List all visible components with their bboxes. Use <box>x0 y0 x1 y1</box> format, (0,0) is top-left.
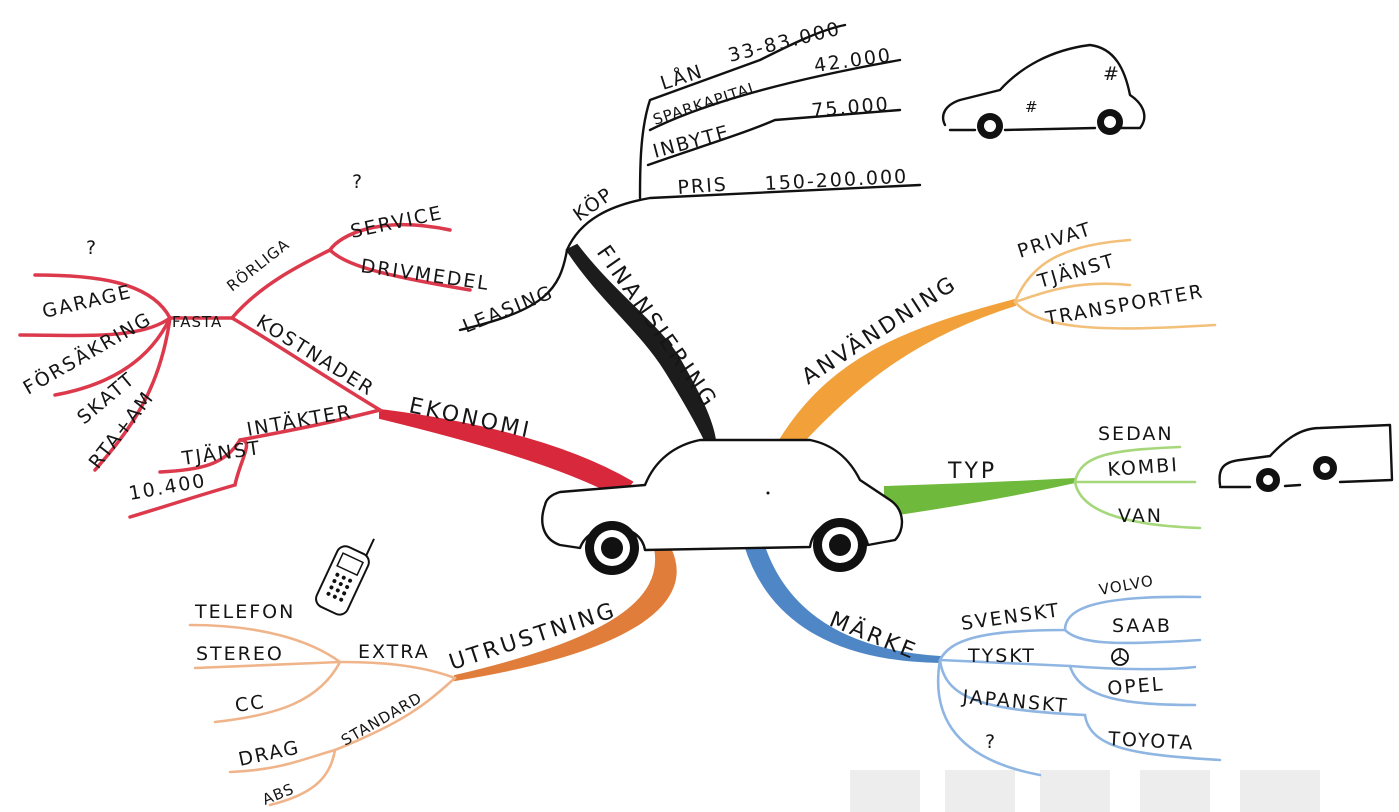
label-drag: DRAG <box>236 736 302 771</box>
ekonomi-subbranches <box>18 222 472 519</box>
label-inbyte: INBYTE <box>651 121 733 163</box>
finansiering-subbranches <box>458 23 922 332</box>
label-saab: SAAB <box>1112 615 1172 637</box>
utrustning-subbranches <box>188 623 457 807</box>
label-rorliga: RÖRLIGA <box>223 234 293 295</box>
label-fasta: FASTA <box>172 313 222 331</box>
label-tjanst-eko: TJÄNST <box>180 436 263 470</box>
value-pris: 150-200.000 <box>764 166 909 195</box>
label-opel: OPEL <box>1107 673 1166 700</box>
label-typ: TYP <box>947 459 997 484</box>
mercedes-star-icon <box>1111 648 1129 666</box>
label-marke: MÄRKE <box>826 606 922 665</box>
label-pris: PRIS <box>677 174 729 199</box>
label-sedan: SEDAN <box>1098 423 1174 445</box>
branch-finansiering <box>565 243 717 441</box>
label-cc: CC <box>234 691 267 717</box>
value-sparkapital: 42.000 <box>813 44 894 77</box>
label-hash: # <box>1103 63 1121 85</box>
label-standard: STANDARD <box>338 689 425 750</box>
svg-text:#: # <box>1025 98 1039 116</box>
label-intakter: INTÄKTER <box>245 400 354 441</box>
car-sedan-sketch-icon: # <box>941 43 1146 139</box>
branch-typ <box>884 477 1076 518</box>
label-stereo: STEREO <box>196 643 284 665</box>
label-intakt-belopp: 10.400 <box>127 470 208 505</box>
label-volvo: VOLVO <box>1098 572 1156 599</box>
label-tyskt: TYSKT <box>967 645 1036 667</box>
label-service: SERVICE <box>348 202 445 243</box>
mobile-phone-icon <box>315 538 375 616</box>
car-central-icon <box>541 438 904 575</box>
label-toyota: TOYOTA <box>1107 728 1195 755</box>
marke-subbranches <box>936 595 1222 777</box>
label-telefon: TELEFON <box>194 601 295 623</box>
label-drivmedel: DRIVMEDEL <box>359 255 491 295</box>
label-marke-question: ? <box>985 731 997 753</box>
label-kostnader: KOSTNADER <box>252 311 378 401</box>
label-rorliga-question: ? <box>352 171 364 193</box>
label-japanskt: JAPANSKT <box>961 686 1070 717</box>
typ-subbranches <box>1073 445 1202 530</box>
label-kombi: KOMBI <box>1107 454 1180 481</box>
anvandning-subbranches <box>1013 238 1217 330</box>
label-van: VAN <box>1118 505 1163 527</box>
label-finansiering: FINANSIERING <box>591 241 722 413</box>
label-garage: GARAGE <box>40 281 134 323</box>
watermark-shapes <box>850 770 1320 812</box>
car-van-sketch-icon <box>1218 423 1394 492</box>
label-abs: ABS <box>260 780 297 809</box>
value-inbyte: 75.000 <box>811 93 891 122</box>
label-fasta-question: ? <box>86 237 98 259</box>
label-extra: EXTRA <box>358 641 430 663</box>
